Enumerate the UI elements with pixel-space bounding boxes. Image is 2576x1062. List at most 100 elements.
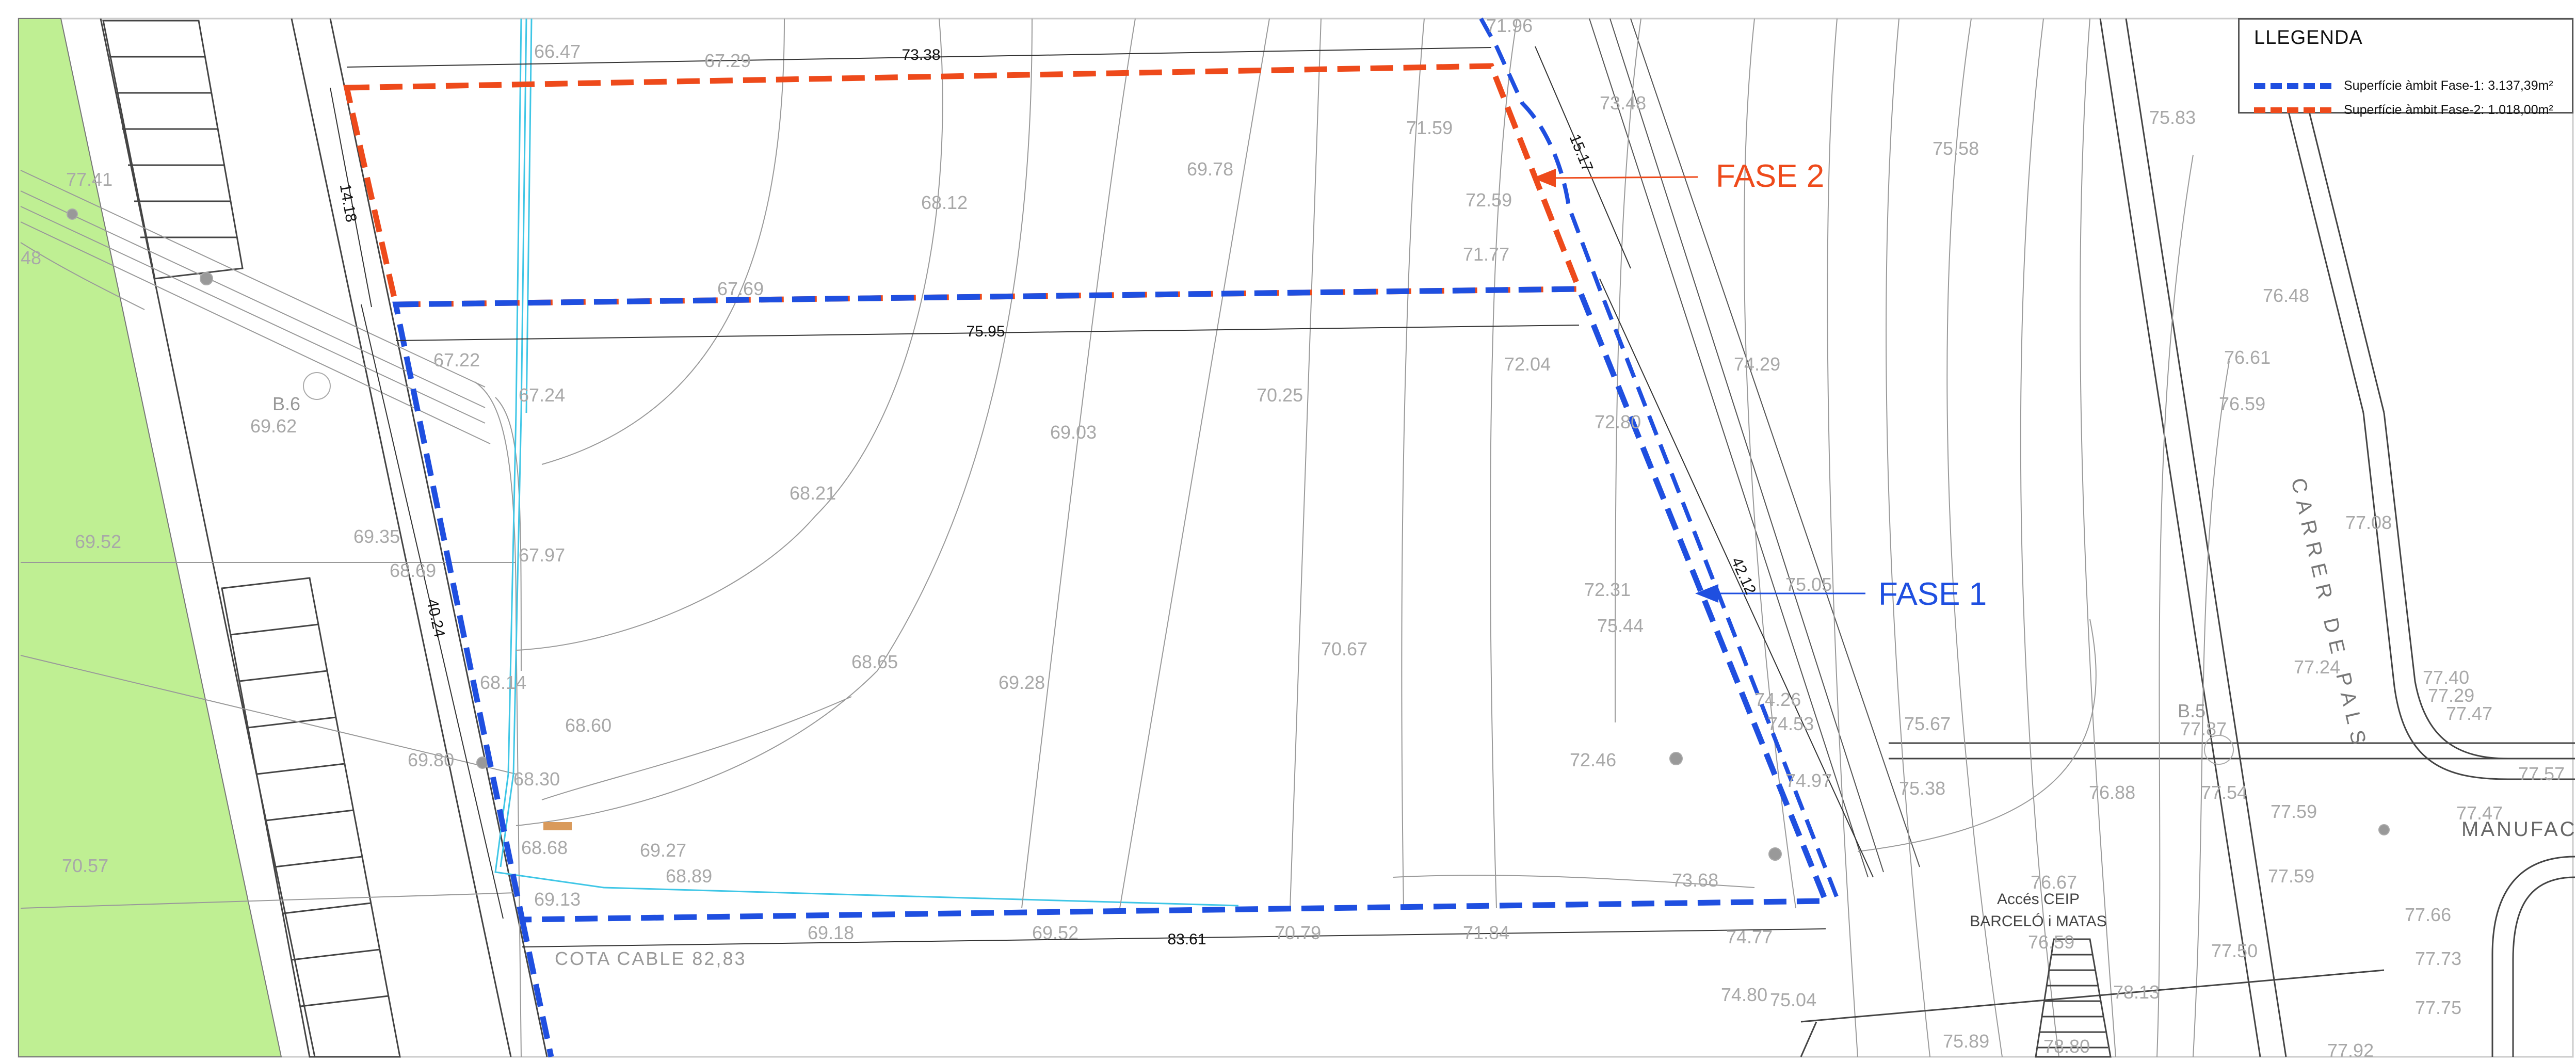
orange-marker: [543, 822, 572, 830]
fase-2-label: FASE 2: [1716, 158, 1824, 194]
dimension-label: 15.17: [1566, 132, 1596, 174]
elevation-label: 76.48: [2263, 285, 2309, 306]
fase-1-leader: [1695, 584, 1865, 603]
legend-item-fase-1: Superfície àmbit Fase-1: 3.137,39m²: [2254, 75, 2553, 96]
fase-1-boundary: [392, 286, 1830, 923]
elevation-label: 71.84: [1463, 922, 1509, 943]
elevation-label: 77.73: [2415, 948, 2461, 969]
legend: LLEGENDA Superfície àmbit Fase-1: 3.137,…: [2238, 18, 2573, 117]
legend-label-fase-1: Superfície àmbit Fase-1: 3.137,39m²: [2344, 78, 2553, 93]
elevation-label: 75.83: [2149, 107, 2196, 128]
elevation-label: 69.52: [75, 531, 121, 552]
elevation-label: 75.58: [1933, 138, 1979, 159]
fase-1-east-edge: [1479, 18, 1839, 899]
elevation-label: 76.88: [2089, 782, 2135, 803]
elevation-label: 77.41: [66, 169, 112, 190]
access-stairs: [1800, 938, 2385, 1058]
elevation-label: 74.53: [1767, 713, 1814, 734]
elevation-label: 68.69: [390, 560, 436, 581]
legend-swatch-fase-2: [2254, 107, 2331, 113]
elevation-label: 72.59: [1466, 189, 1512, 211]
contour-lines: [20, 18, 2230, 1057]
elevation-label: 68.60: [565, 715, 611, 736]
dimension-label: 40.24: [423, 598, 448, 639]
elevation-label: 75.44: [1597, 615, 1644, 636]
elevation-label: 72.80: [1595, 411, 1641, 432]
elevation-label: 75.67: [1904, 713, 1951, 734]
elevation-label: 69.27: [640, 840, 686, 861]
elevation-label: 77.59: [2271, 801, 2317, 822]
dimension-label: 83.61: [1167, 931, 1206, 948]
elevation-label: 74.29: [1734, 353, 1780, 375]
elevation-label: 68.65: [851, 651, 898, 672]
elevation-label: 75.04: [1770, 989, 1816, 1010]
elevation-label: 73.68: [1672, 870, 1718, 891]
elevation-label: 74.80: [1721, 984, 1767, 1005]
elevation-label: 77.47: [2446, 703, 2492, 724]
elevation-label: 77.54: [2201, 782, 2247, 803]
elevation-label: 72.31: [1584, 579, 1631, 600]
elevation-label: 67.24: [519, 384, 565, 406]
elevation-label: 67.29: [704, 50, 751, 71]
access-label-line-2: BARCELÓ i MATAS: [1970, 913, 2107, 930]
dimension-lines: [330, 46, 1874, 947]
elevation-label: 70.57: [62, 855, 108, 876]
elevation-label: 69.28: [999, 672, 1045, 693]
elevation-label: 76.67: [2031, 872, 2077, 893]
elevation-label: 77.92: [2327, 1040, 2374, 1061]
elevation-label: 68.89: [666, 865, 712, 887]
elevation-label: 77.24: [2294, 656, 2340, 678]
elevation-label: 76.59: [2219, 393, 2265, 414]
elevation-label: 68.14: [480, 672, 526, 693]
elevation-label: 69.35: [353, 526, 400, 547]
elevation-label: 74.77: [1726, 926, 1773, 947]
elevation-label: 77.75: [2415, 997, 2461, 1018]
elevation-label: 71.59: [1406, 117, 1453, 138]
elevation-label: 73.48: [1600, 92, 1646, 114]
parking-stalls-top: [102, 20, 244, 280]
benchmark-b6: B.6: [272, 393, 300, 414]
elevation-label: 67.97: [519, 544, 565, 566]
elevation-label: 71.77: [1463, 244, 1509, 265]
elevation-label: 68.30: [513, 768, 560, 790]
elevation-label: 68.12: [921, 192, 968, 213]
elevation-label: 71.96: [1486, 15, 1533, 36]
dimension-label: 73.38: [901, 46, 940, 63]
elevation-label: 77.29: [2428, 685, 2474, 706]
legend-title: LLEGENDA: [2254, 27, 2363, 49]
elevation-label: 77.08: [2345, 512, 2392, 533]
fase-1-label: FASE 1: [1878, 576, 1987, 612]
elevation-label: 67.22: [433, 349, 480, 371]
right-road: [1889, 18, 2575, 1057]
elevation-label: 48: [21, 247, 41, 268]
elevation-label: 74.97: [1785, 770, 1832, 791]
green-zone: [18, 18, 282, 1057]
cable-label: COTA CABLE 82,83: [555, 948, 747, 969]
elevation-label: 77.50: [2211, 940, 2258, 961]
manufac-label: MANUFAC: [2461, 818, 2576, 841]
water-line: [494, 18, 1239, 907]
elevation-label: 77.66: [2405, 904, 2451, 925]
legend-item-fase-2: Superfície àmbit Fase-2: 1.018,00m²: [2254, 100, 2553, 120]
fase-2-leader: [1533, 169, 1698, 187]
elevation-label: 76.59: [2028, 931, 2074, 953]
elevation-label: 69.62: [250, 415, 297, 437]
legend-swatch-fase-1: [2254, 83, 2331, 89]
elevation-label: 69.52: [1032, 922, 1078, 943]
path-lines: [1589, 18, 1920, 878]
elevation-label: 77.47: [2456, 802, 2503, 824]
elevation-label: 72.04: [1504, 353, 1551, 375]
dimension-label: 75.95: [966, 323, 1005, 340]
elevation-label: 67.69: [717, 278, 764, 299]
left-road: [100, 18, 548, 1057]
elevation-label: 69.18: [808, 922, 854, 943]
access-label-line-1: Accés CEIP: [1997, 891, 2080, 908]
elevation-label: 68.68: [521, 837, 568, 858]
elevation-label: 75.38: [1899, 778, 1945, 799]
elevation-label: 70.67: [1321, 638, 1367, 659]
elevation-label: 75.89: [1943, 1031, 1989, 1052]
elevation-label: 77.59: [2268, 865, 2314, 887]
parking-stalls-bottom: [221, 577, 401, 1058]
fase-1-extension: [519, 919, 554, 1058]
elevation-label: 77.40: [2423, 667, 2469, 688]
